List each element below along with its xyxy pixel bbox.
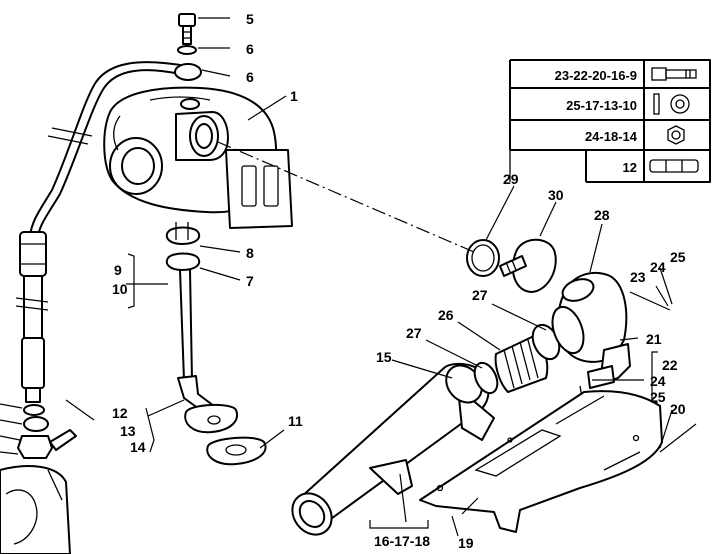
callout-27-right: 27 <box>472 287 488 303</box>
fastener-legend-table: 23-22-20-16-9 25-17-13-10 24-18-14 12 <box>509 59 711 183</box>
nut-icon <box>667 125 685 145</box>
callout-6-lower: 6 <box>246 69 254 85</box>
bolt-icon <box>651 67 697 81</box>
callout-6-upper: 6 <box>246 41 254 57</box>
callout-9: 9 <box>114 262 122 278</box>
intake-tube <box>291 362 495 536</box>
callout-11: 11 <box>288 413 303 429</box>
callout-10: 10 <box>112 281 128 297</box>
flexible-hose <box>15 231 49 403</box>
callout-29: 29 <box>503 171 519 187</box>
callout-22: 22 <box>662 357 678 373</box>
callout-14: 14 <box>130 439 146 455</box>
oil-return-pipe <box>165 222 267 466</box>
callout-labels: 5 6 6 1 8 7 9 10 12 13 14 11 15 27 26 27… <box>112 11 686 551</box>
banjo-bolt <box>177 13 197 55</box>
callout-28: 28 <box>594 207 610 223</box>
callout-25-lower: 25 <box>650 389 666 405</box>
stud-icon <box>649 159 699 173</box>
callout-27-left: 27 <box>406 325 422 341</box>
callout-30: 30 <box>548 187 564 203</box>
axis-centerline <box>217 141 475 253</box>
callout-21: 21 <box>646 331 662 347</box>
callout-7: 7 <box>246 273 254 289</box>
legend-row-3-codes: 24-18-14 <box>585 129 638 144</box>
callout-23: 23 <box>630 269 646 285</box>
leader-lines <box>126 17 697 537</box>
callout-24-lower: 24 <box>650 373 666 389</box>
legend-row-1-codes: 23-22-20-16-9 <box>555 68 637 83</box>
engine-block-fragment <box>0 465 71 554</box>
callout-12: 12 <box>112 405 128 421</box>
fitting-stack <box>0 399 95 459</box>
callout-25-upper: 25 <box>670 249 686 265</box>
callout-13: 13 <box>120 423 136 439</box>
callout-5: 5 <box>246 11 254 27</box>
heat-shield <box>419 390 663 533</box>
callout-24-upper: 24 <box>650 259 666 275</box>
rubber-bellows <box>473 335 549 395</box>
callout-8: 8 <box>246 245 254 261</box>
callout-20: 20 <box>670 401 686 417</box>
callout-16-17-18: 16-17-18 <box>374 533 430 549</box>
elbow-hose <box>551 271 628 363</box>
washer-icon <box>653 93 690 115</box>
callout-19: 19 <box>458 535 474 551</box>
hose-clamps <box>466 238 561 361</box>
support-bracket <box>579 343 631 399</box>
callout-15: 15 <box>376 349 392 365</box>
legend-row-2-codes: 25-17-13-10 <box>566 98 637 113</box>
callout-26: 26 <box>438 307 454 323</box>
turbocharger <box>103 63 293 229</box>
callout-1: 1 <box>290 88 298 104</box>
legend-row-4-codes: 12 <box>623 160 637 175</box>
